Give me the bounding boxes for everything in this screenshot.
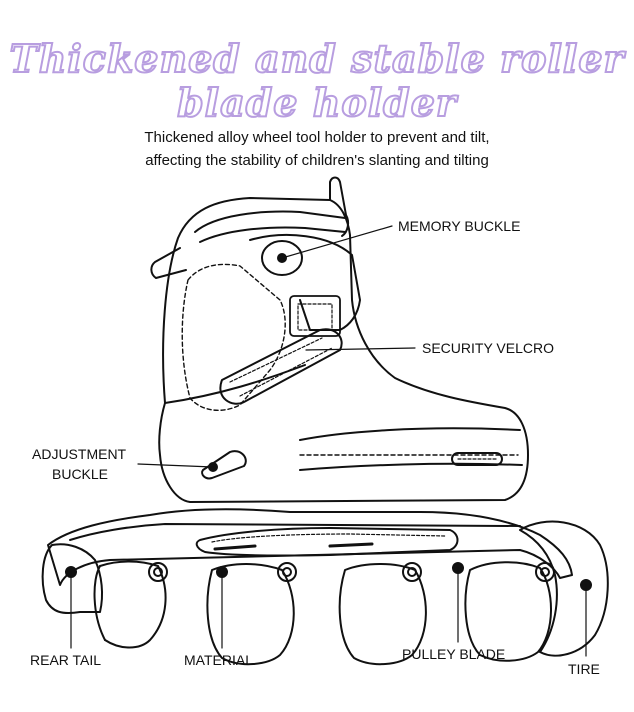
label-tire: TIRE [568, 661, 600, 677]
boot-shell [150, 176, 529, 503]
label-pulley-blade: PULLEY BLADE [402, 646, 506, 662]
label-rear-tail: REAR TAIL [30, 652, 102, 668]
label-memory-buckle: MEMORY BUCKLE [398, 218, 521, 234]
title-line-1: Thickened and stable roller [8, 35, 625, 82]
adjustment-buckle-icon [201, 450, 247, 480]
wheels [41, 520, 609, 666]
velcro-strap [219, 295, 343, 405]
frame-chassis [47, 508, 573, 586]
label-adjustment-buckle-line1: ADJUSTMENT [32, 446, 127, 462]
leader-lines [70, 225, 587, 657]
leader-memory-buckle [281, 225, 393, 259]
subtitle-line-1: Thickened alloy wheel tool holder to pre… [144, 129, 490, 146]
leader-security-velcro [305, 347, 416, 351]
subtitle-line-2: affecting the stability of children's sl… [145, 152, 489, 169]
label-security-velcro: SECURITY VELCRO [422, 340, 554, 356]
label-material: MATERIAL [184, 652, 253, 668]
leader-adjustment-buckle [137, 463, 214, 468]
title-line-2: blade holder [176, 79, 457, 126]
label-adjustment-buckle-line2: BUCKLE [52, 466, 109, 482]
